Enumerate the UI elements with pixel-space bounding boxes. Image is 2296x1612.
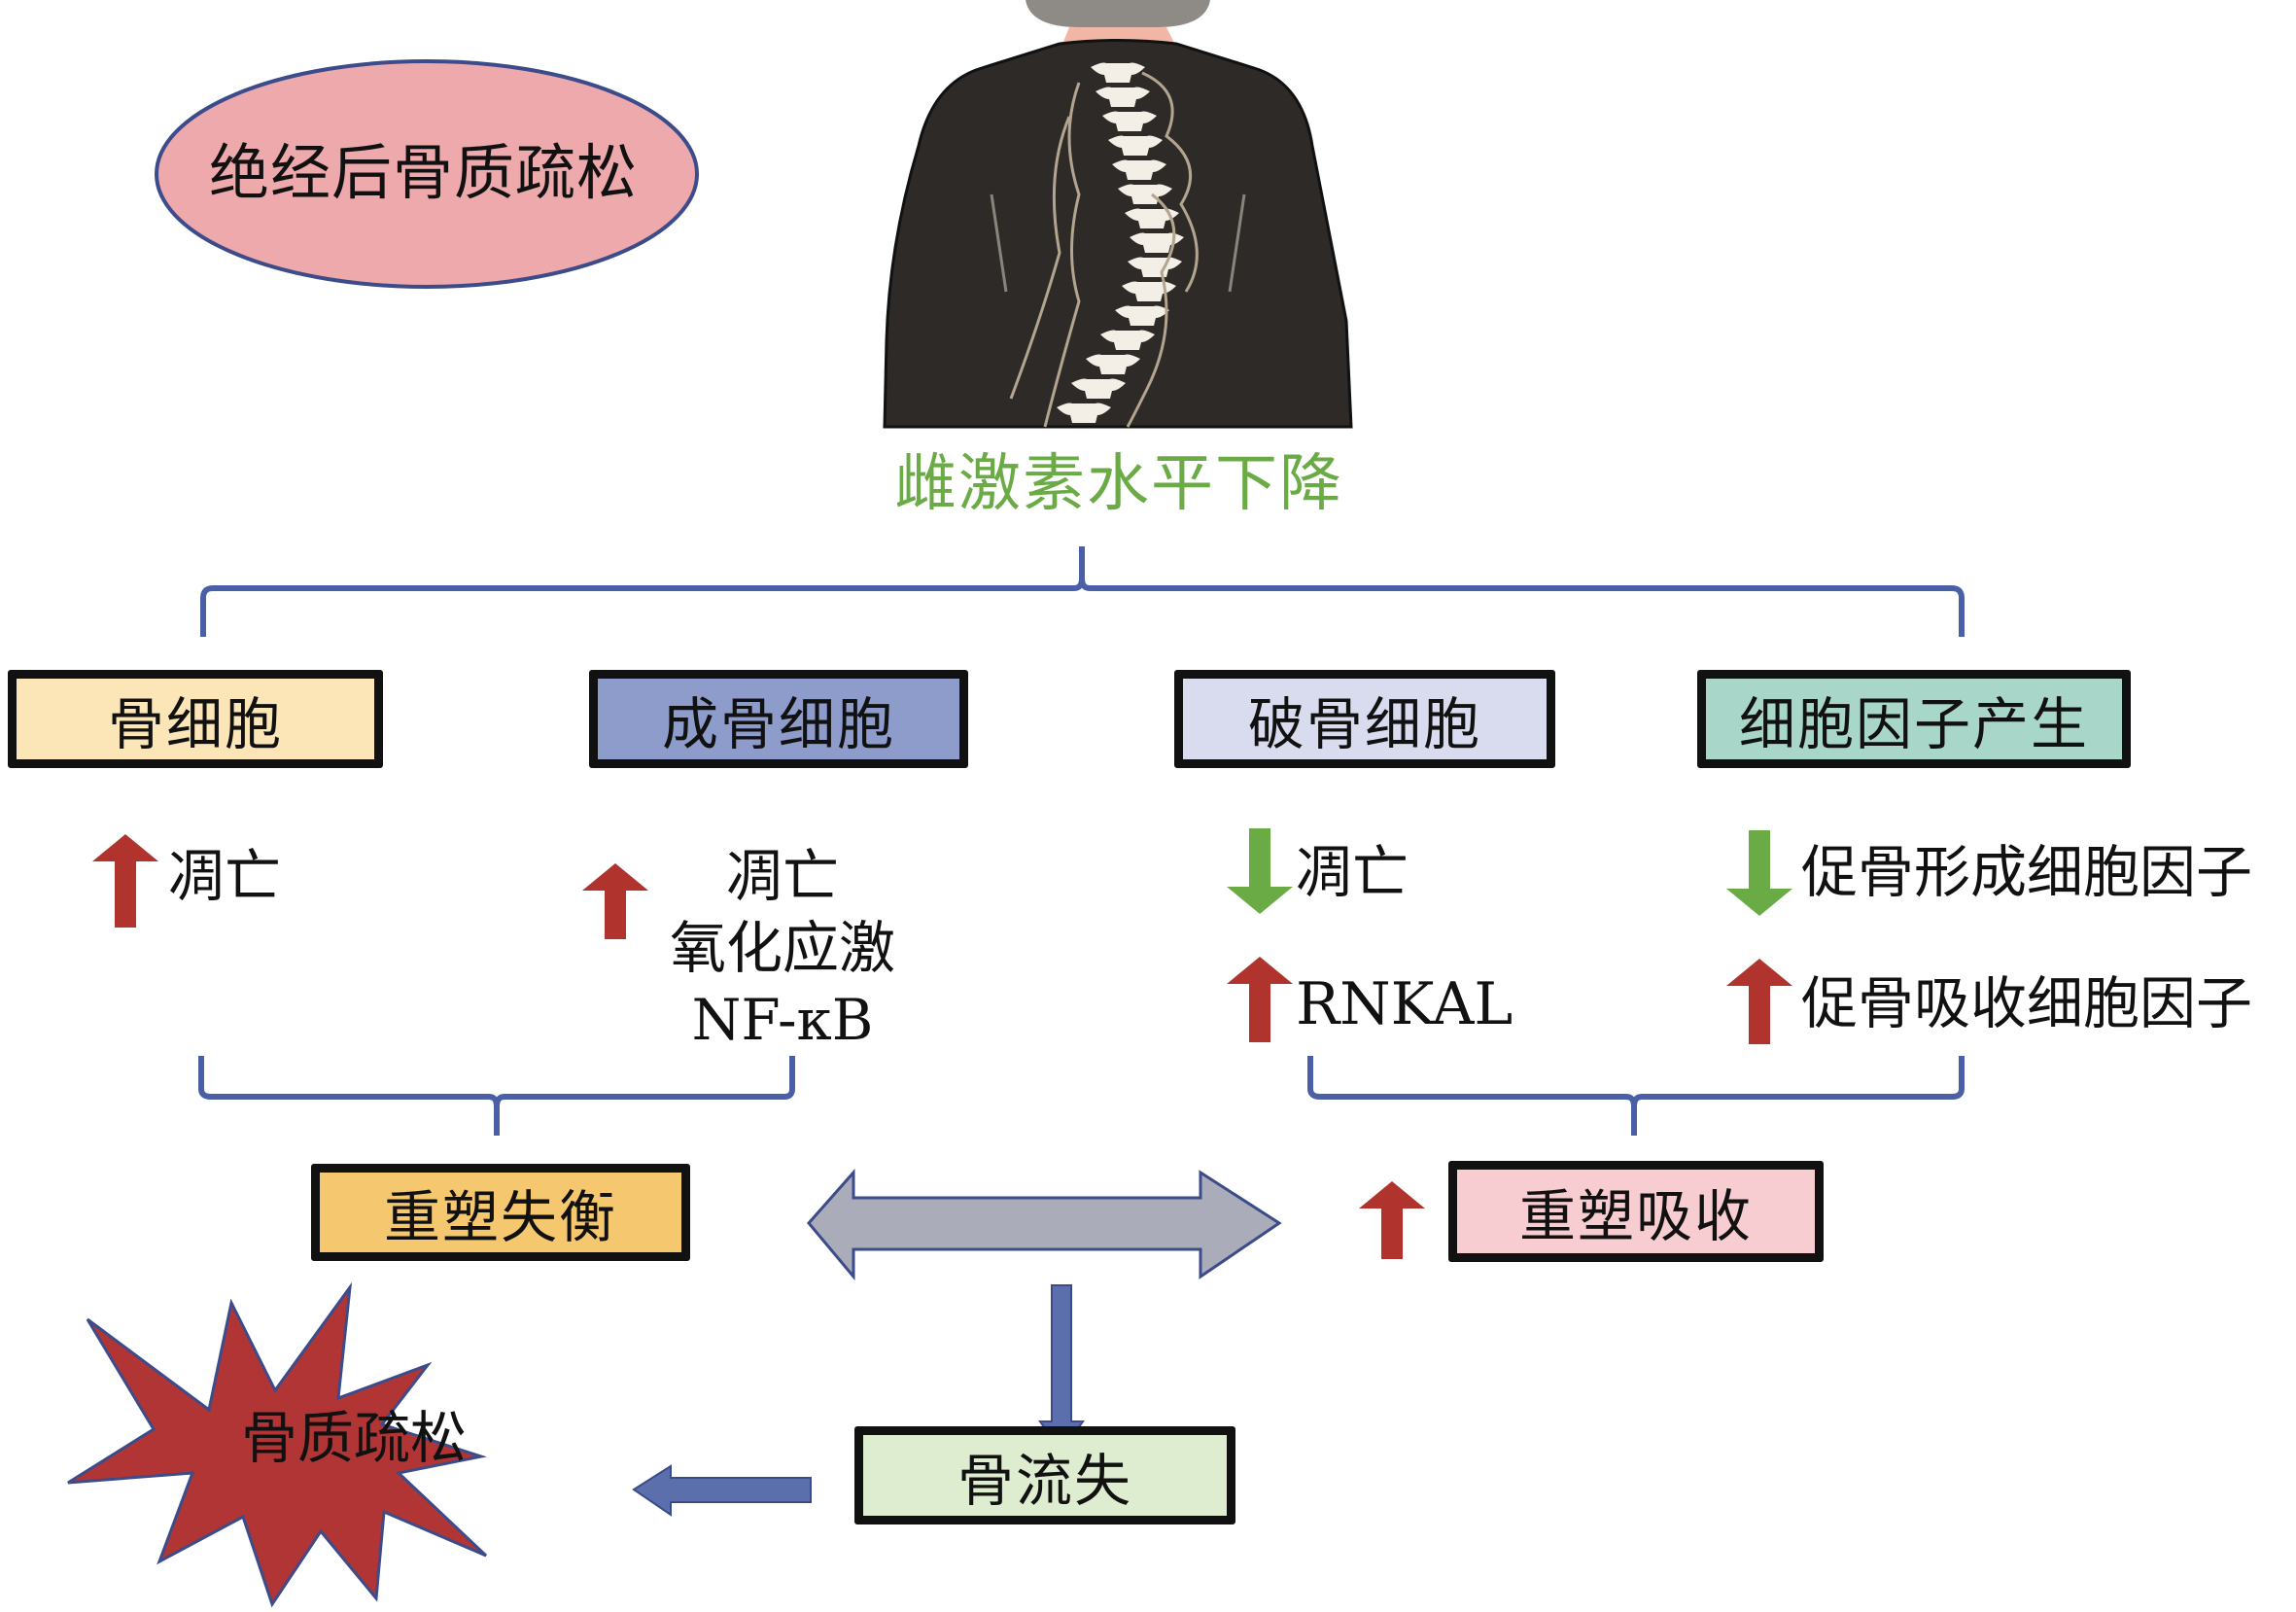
cause-label: 雌激素水平下降 (894, 448, 1343, 520)
vertebra-icon (1112, 159, 1166, 180)
vertebra-icon (1130, 232, 1184, 253)
vertebra-icon (1122, 281, 1176, 301)
vertebra-icon (1118, 184, 1172, 204)
effect-line: NF-κB (691, 987, 874, 1053)
vertebra-icon (1115, 305, 1169, 326)
vertebra-icon (1096, 87, 1150, 107)
torso-shape (883, 39, 1353, 429)
osteoporosis-label: 骨质疏松 (241, 1405, 468, 1471)
outcome-label: 重塑失衡 (383, 1184, 617, 1250)
effect-osteoclast-rnkal: RNKAL (1296, 970, 1513, 1038)
outcome-box-bone-loss: 骨流失 (854, 1426, 1235, 1524)
effect-line: 氧化应激 (669, 915, 895, 981)
vertebra-icon (1057, 403, 1111, 423)
up-arrow-icon (92, 834, 158, 928)
down-arrow-icon (1726, 830, 1792, 916)
left-arrow-icon (632, 1464, 812, 1517)
effect-cytokine-formation: 促骨形成细胞因子 (1801, 839, 2253, 905)
top-bracket (200, 546, 1965, 637)
vertebra-icon (1125, 208, 1179, 228)
category-box-osteoclast: 破骨细胞 (1174, 670, 1555, 768)
effect-osteoclast-apoptosis: 凋亡 (1296, 839, 1409, 905)
title-ellipse (155, 59, 699, 289)
up-arrow-icon (1726, 959, 1792, 1044)
category-label: 细胞因子产生 (1738, 690, 2089, 757)
effect-cytokine-resorption: 促骨吸收细胞因子 (1801, 970, 2253, 1036)
title-label: 绝经后骨质疏松 (209, 137, 639, 208)
vertebra-icon (1108, 135, 1163, 156)
spine-icon (1057, 62, 1184, 423)
category-box-cytokine: 细胞因子产生 (1697, 670, 2131, 768)
effect-line: 凋亡 (725, 843, 839, 909)
up-arrow-icon (1359, 1181, 1425, 1259)
effect-osteoblast-list: 凋亡 氧化应激 NF-κB (651, 840, 914, 1056)
category-label: 成骨细胞 (661, 690, 895, 757)
outcome-box-remodeling-imbalance: 重塑失衡 (311, 1164, 690, 1261)
indicator-arrows (92, 828, 1792, 1259)
nerve-lines (1009, 71, 1199, 428)
right-bracket (1307, 1056, 1965, 1136)
category-box-osteocyte: 骨细胞 (8, 670, 383, 768)
category-box-osteoblast: 成骨细胞 (589, 670, 968, 768)
left-bracket (198, 1056, 795, 1136)
vertebra-icon (1091, 62, 1145, 83)
effect-osteocyte-apoptosis: 凋亡 (168, 843, 282, 909)
woman-back-illustration (883, 0, 1353, 429)
double-arrow-icon (807, 1169, 1282, 1281)
vertebra-icon (1071, 378, 1126, 399)
vertebra-icon (1100, 330, 1155, 350)
category-label: 破骨细胞 (1247, 690, 1481, 757)
up-arrow-icon (1227, 957, 1293, 1042)
outcome-box-remodeling-resorption: 重塑吸收 (1448, 1161, 1824, 1262)
vertebra-icon (1102, 111, 1157, 131)
osteoporosis-starburst (67, 1281, 488, 1608)
down-arrow-icon (1227, 828, 1293, 914)
outcome-label: 骨流失 (957, 1447, 1132, 1514)
category-label: 骨细胞 (107, 690, 283, 757)
outcome-label: 重塑吸收 (1518, 1183, 1753, 1249)
hair-icon (1026, 0, 1210, 27)
up-arrow-icon (582, 863, 648, 939)
vertebra-icon (1086, 354, 1140, 374)
